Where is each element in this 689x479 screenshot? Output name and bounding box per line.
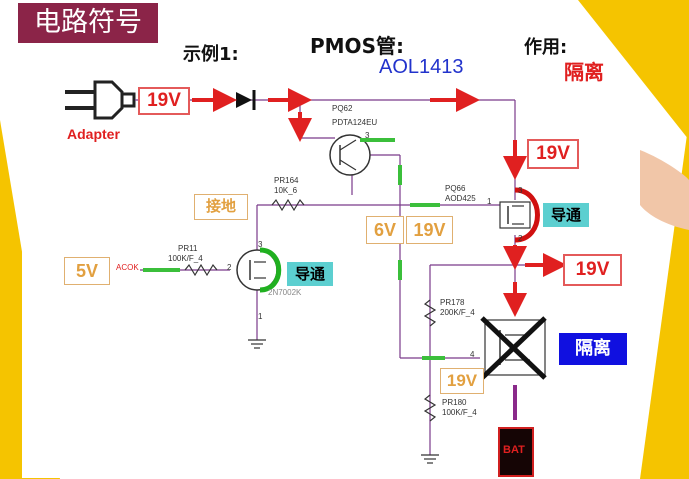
pq66-pin-1: 1 xyxy=(487,197,492,206)
adapter-voltage-box: 19V xyxy=(138,87,190,115)
pr180-resistor-icon xyxy=(423,394,437,422)
pq66-pin-3: 3 xyxy=(518,186,523,195)
pr178-resistor-icon xyxy=(423,299,437,327)
nmos-conduct-label: 导通 xyxy=(287,262,333,286)
resistors xyxy=(184,198,437,422)
example-label: 示例1: xyxy=(183,44,239,65)
page-title: 电路符号 xyxy=(18,3,158,43)
pr164-resistor-icon xyxy=(271,198,305,212)
nmos-pin-1: 1 xyxy=(258,312,263,321)
red-current-arrows xyxy=(192,88,567,317)
nmos-part: 2N7002K xyxy=(268,288,302,297)
pq62-pin-3: 3 xyxy=(365,131,370,140)
pr11-resistor-icon xyxy=(184,263,218,277)
ground-label: 接地 xyxy=(194,194,248,220)
purpose-label: 作用: xyxy=(524,37,568,58)
pq62-part: PDTA124EU xyxy=(332,118,378,127)
isolating-pmos-icon xyxy=(480,316,547,380)
pq66-pin-2: 2 xyxy=(518,234,523,243)
hand-image xyxy=(640,150,689,230)
pq66-conduct-label: 导通 xyxy=(543,203,589,227)
pmos-pin-4: 4 xyxy=(470,350,475,359)
nmos-pin-2: 2 xyxy=(227,263,232,272)
yellow-accent-top-right xyxy=(578,0,689,140)
pq66-part: AOD425 xyxy=(445,194,476,203)
nmos-pin-3: 3 xyxy=(258,240,263,249)
plug-icon xyxy=(65,80,136,120)
pq62-transistor-icon xyxy=(329,134,371,176)
isolate-label: 隔离 xyxy=(559,333,627,365)
battery-label: BAT xyxy=(503,444,525,456)
pr164-value: 10K_6 xyxy=(274,186,298,195)
output-voltage-box: 19V xyxy=(563,254,622,286)
bottom-voltage-box: 19V xyxy=(440,368,484,394)
battery-icon xyxy=(498,427,534,477)
node-voltage-6v: 6V xyxy=(366,216,404,244)
purpose-value: 隔离 xyxy=(564,60,604,84)
pq66-source-voltage: 19V xyxy=(527,139,579,169)
pr180-value: 100K/F_4 xyxy=(442,408,477,417)
pq66-pmos-icon xyxy=(499,187,540,243)
pq66-ref: PQ66 xyxy=(445,184,466,193)
pr178-value: 200K/F_4 xyxy=(440,308,475,317)
pr11-value: 100K/F_4 xyxy=(168,254,203,263)
diode-icon xyxy=(236,90,256,110)
pr178-ref: PR178 xyxy=(440,298,465,307)
adapter-label: Adapter xyxy=(67,126,120,142)
node-voltage-19v: 19V xyxy=(406,216,453,244)
input-5v-box: 5V xyxy=(64,257,110,285)
pr180-ref: PR180 xyxy=(442,398,467,407)
pr164-ref: PR164 xyxy=(274,176,299,185)
acok-label: ACOK xyxy=(116,263,139,272)
part-number: AOL1413 xyxy=(379,56,464,78)
subject-label: PMOS管: xyxy=(310,34,404,58)
nmos-transistor-icon xyxy=(236,247,282,293)
green-current-arrows xyxy=(143,138,445,360)
pq62-ref: PQ62 xyxy=(332,104,353,113)
pr11-ref: PR11 xyxy=(178,244,198,253)
ground-icons xyxy=(248,339,439,464)
